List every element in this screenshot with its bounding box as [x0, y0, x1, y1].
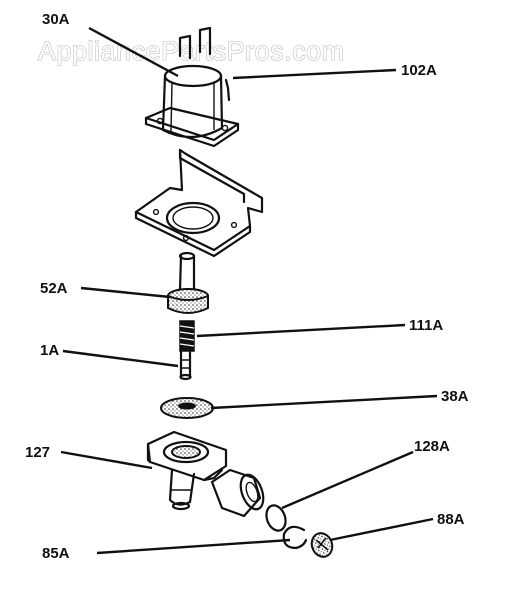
leader-lines — [60, 26, 438, 555]
valve-body-part — [146, 430, 228, 511]
leader-line-88a — [329, 517, 434, 542]
label-128a: 128A — [414, 438, 450, 455]
watermark-text: AppliancePartsPros.com — [38, 36, 345, 66]
leader-line-127 — [60, 450, 153, 470]
label-85a: 85A — [42, 545, 70, 562]
solenoid-coil-part — [144, 26, 240, 148]
label-102a: 102A — [401, 62, 437, 79]
leader-line-85a — [96, 538, 291, 555]
diaphragm-part — [160, 397, 214, 419]
retaining-clip-part — [282, 525, 308, 550]
washer-part — [265, 504, 287, 532]
spring-part — [179, 320, 195, 352]
leader-line-102a — [232, 68, 397, 80]
leader-line-1a — [62, 349, 179, 368]
label-111a: 111A — [409, 317, 443, 334]
label-127: 127 — [25, 444, 50, 461]
label-30a: 30A — [42, 11, 70, 28]
flow-control-part — [310, 532, 334, 558]
leader-line-30a — [88, 26, 179, 78]
label-1a: 1A — [40, 342, 59, 359]
leader-line-38a — [210, 394, 438, 410]
label-52a: 52A — [40, 280, 68, 297]
leader-line-111a — [196, 323, 406, 338]
plunger-cap-part — [167, 251, 209, 314]
outlet-fitting-part — [210, 468, 265, 518]
label-88a: 88A — [437, 511, 465, 528]
part-labels: 30A 102A 52A 111A 1A 38A 127 128A 88A 85… — [25, 11, 469, 562]
leader-line-52a — [80, 286, 171, 299]
label-38a: 38A — [441, 388, 469, 405]
bracket-plate-part — [134, 148, 264, 258]
leader-line-128a — [281, 450, 414, 510]
pin-part — [179, 350, 192, 381]
